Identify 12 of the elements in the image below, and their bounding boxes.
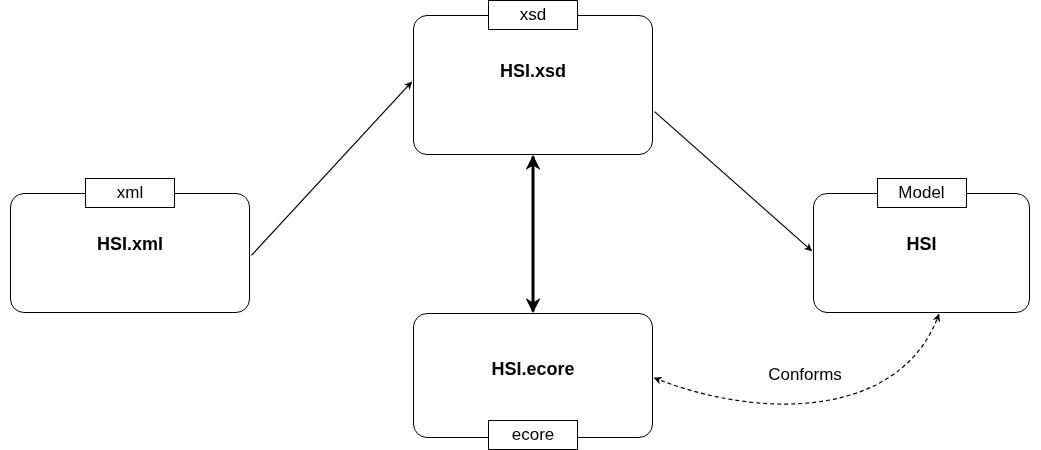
- tab-label: Model: [876, 178, 967, 208]
- arrow: [250, 81, 413, 256]
- arrow: [653, 111, 813, 252]
- box-title: HSI: [905, 232, 938, 256]
- arrow: [525, 155, 541, 313]
- box-title: HSI.ecore: [490, 357, 576, 381]
- tab-label: ecore: [488, 420, 578, 450]
- arrow: [653, 313, 940, 405]
- box-title: HSI.xml: [96, 232, 164, 256]
- tab-label: xml: [85, 178, 175, 208]
- box-title: HSI.xsd: [499, 59, 567, 83]
- tab-label: xsd: [488, 0, 578, 30]
